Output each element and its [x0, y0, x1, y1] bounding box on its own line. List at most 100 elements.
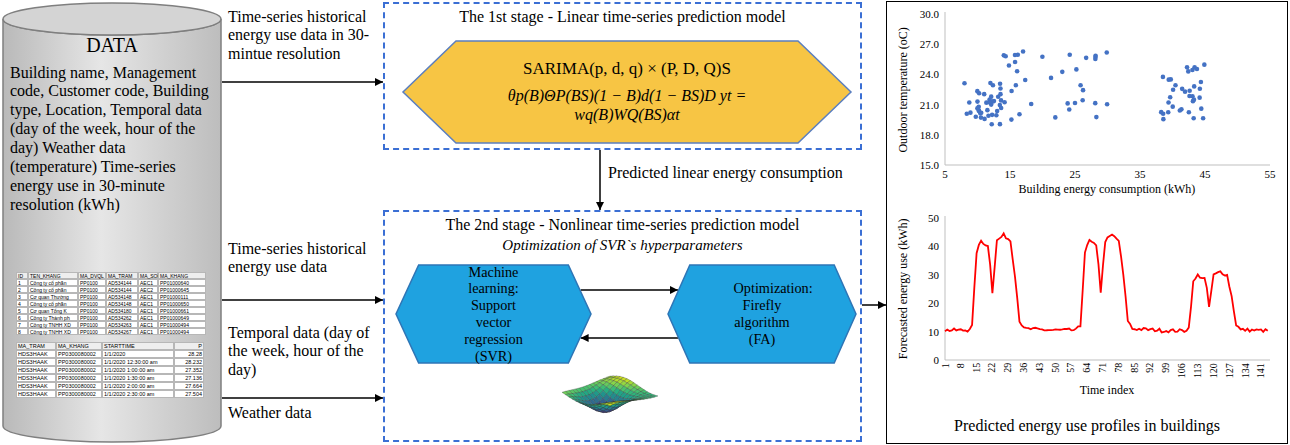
axis-tick: 50 [1050, 363, 1062, 373]
table-cell: MA_TRAM [106, 272, 138, 279]
data-point [964, 112, 969, 117]
table-cell: HDS3HAAK [16, 382, 56, 390]
axis-tick: 120 [1208, 363, 1220, 378]
table-cell: 1/1/2020 2:00:00 am [102, 382, 174, 390]
cylinder-body [3, 19, 221, 442]
data-point [1105, 102, 1110, 107]
table-cell: STARTTIME [102, 342, 174, 350]
table-cell: AEC1 [138, 321, 158, 328]
table-cell: 1 [16, 279, 28, 286]
table-cell: Cơ quan Tổng K [28, 307, 78, 314]
data-point [1201, 116, 1206, 121]
data-point [1168, 95, 1173, 100]
stage-title: The 2nd stage - Nonlinear time-series pr… [393, 216, 852, 235]
table-cell: MA_KHANG [158, 272, 206, 279]
table-cell: Công ty cổ phần [28, 300, 78, 307]
data-point [1078, 83, 1083, 88]
table-cell: 8 [16, 328, 28, 335]
axis-line [945, 165, 1270, 166]
data-point [1013, 53, 1018, 58]
data-point [1029, 102, 1034, 107]
table-cell: Cơ quan Thường [28, 293, 78, 300]
data-point [978, 111, 983, 116]
table-cell: PP01000645 [158, 286, 206, 293]
data-point [975, 106, 980, 111]
axis-tick: 30.0 [898, 7, 939, 21]
table-cell: HDS3HAAK [16, 350, 56, 358]
table-cell: AD534148 [106, 293, 138, 300]
axis-tick: 92 [1145, 363, 1157, 373]
table-cell: AD534148 [106, 300, 138, 307]
data-point [1192, 97, 1197, 102]
axis-title: Forecasted energy use (kWh) [897, 219, 911, 360]
data-point [998, 81, 1003, 86]
flow-label: Time-series historical energy use data i… [228, 8, 380, 63]
data-point [1166, 100, 1171, 105]
axis-tick: 64 [1081, 363, 1093, 373]
stage-box: The 1st stage - Linear time-series predi… [383, 2, 862, 150]
flow-label: Temporal data (day of the week, hour of … [228, 324, 380, 379]
axis-tick: 106 [1176, 363, 1188, 378]
table-cell: PP0300080002 [56, 358, 102, 366]
data-point [1017, 112, 1022, 117]
table-cell: HDS3HAAK [16, 374, 56, 382]
table-cell: PP0300080002 [56, 382, 102, 390]
forecast-line [945, 233, 1268, 332]
table-cell: AD534262 [106, 314, 138, 321]
data-point [1067, 52, 1072, 57]
axis-tick: 15 [995, 168, 1025, 181]
flow-arrow [222, 299, 383, 301]
database-fields: Building name, Management code, Customer… [10, 64, 214, 215]
process-hexagon: Optimization: Firefly algorithm (FA) [667, 264, 857, 364]
table-cell: 7 [16, 321, 28, 328]
axis-tick: 1 [939, 363, 951, 368]
data-point [1060, 70, 1065, 75]
data-point [1009, 117, 1014, 122]
surface-facet [576, 400, 583, 404]
data-point [1166, 77, 1171, 82]
data-point [1161, 111, 1166, 116]
flow-arrow [862, 304, 886, 306]
table-cell: HDS3HAAK [16, 366, 56, 374]
table-cell: PP01000494 [158, 328, 206, 335]
flow-arrow [581, 289, 678, 291]
panel-caption: Predicted energy use profiles in buildin… [893, 417, 1281, 436]
data-point [1183, 89, 1188, 94]
surface-facet [634, 399, 641, 401]
table-cell: PP0100 [78, 286, 106, 293]
result-charts [945, 12, 1270, 360]
table-cell: 1/1/2020 1:00:00 am [102, 366, 174, 374]
table-cell: AEC1 [138, 328, 158, 335]
axis-tick: 85 [1129, 363, 1141, 373]
table-cell: 28.28 [174, 350, 204, 358]
axis-tick: 55 [1255, 168, 1285, 181]
table-cell: AEC1 [138, 314, 158, 321]
model-equation: θp(B)ΘP(BS)(1 − B)d(1 − BS)D yt = wq(B)W… [459, 87, 795, 125]
surface-facet [565, 394, 572, 397]
axis-title: Building energy consumption (kWh) [957, 182, 1257, 196]
data-point [1198, 86, 1203, 91]
optimization-surface [562, 376, 658, 413]
scatter-points [962, 49, 1206, 126]
axis-tick: 134 [1239, 363, 1251, 378]
table-cell: AEC1 [138, 293, 158, 300]
table-cell: 3 [16, 293, 28, 300]
table-cell: ID [16, 272, 28, 279]
data-point [1094, 115, 1099, 120]
data-point [1093, 101, 1098, 106]
data-point [998, 122, 1003, 127]
table-cell: AD534267 [106, 328, 138, 335]
table-cell: PP01000649 [158, 314, 206, 321]
table-cell: 27.504 [174, 390, 204, 398]
table-cell: MA_SOG [138, 272, 158, 279]
surface-facet [593, 404, 600, 406]
stage-title: The 1st stage - Linear time-series predi… [393, 8, 852, 27]
table-cell: 27.136 [174, 374, 204, 382]
data-point [1166, 110, 1171, 115]
data-point [996, 94, 1001, 99]
table-cell: HDS3HAAK [16, 358, 56, 366]
data-point [982, 92, 987, 97]
data-point [1003, 54, 1008, 59]
axis-tick: 113 [1192, 363, 1204, 378]
data-point [1015, 69, 1020, 74]
